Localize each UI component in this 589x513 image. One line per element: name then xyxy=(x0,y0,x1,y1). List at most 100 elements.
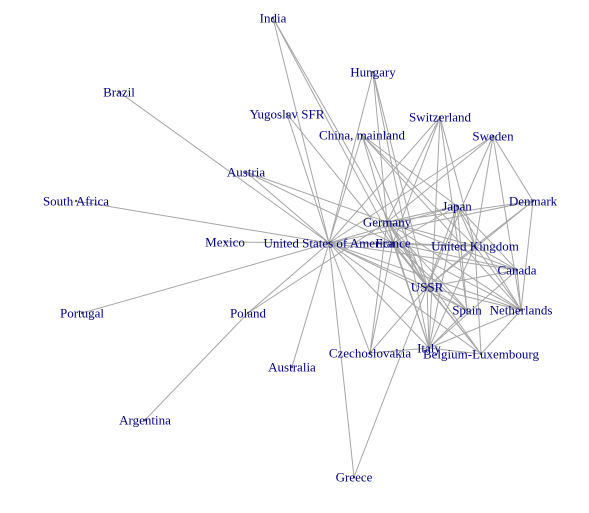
node-label-france: France xyxy=(375,236,411,251)
edge-canada-ussr xyxy=(426,269,518,288)
node-label-south_africa: South Africa xyxy=(43,194,109,209)
node-dot-italy xyxy=(427,346,431,350)
node-dot-mexico xyxy=(223,240,227,244)
edge-brazil-usa xyxy=(118,91,330,244)
node-label-portugal: Portugal xyxy=(60,306,104,321)
edge-usa-netherlands xyxy=(328,242,522,311)
node-label-ussr: USSR xyxy=(411,280,444,295)
edge-czechoslovakia-italy xyxy=(369,347,430,354)
node-dot-switzerland xyxy=(438,115,442,119)
node-label-yugoslav: Yugoslav SFR xyxy=(250,107,325,122)
edge-ussr-italy xyxy=(426,286,430,349)
node-label-netherlands: Netherlands xyxy=(490,303,553,318)
node-dot-australia xyxy=(290,365,294,369)
edge-hungary-ussr xyxy=(372,71,428,288)
edge-france-uk xyxy=(392,242,476,247)
edge-sweden-uk xyxy=(474,135,494,247)
node-dot-portugal xyxy=(80,311,84,315)
edge-yugoslav-ussr xyxy=(286,113,428,288)
edge-ussr-czechoslovakia xyxy=(369,286,428,354)
edge-usa-ussr xyxy=(328,242,428,288)
node-dot-sweden xyxy=(491,134,495,138)
graph-node-dots xyxy=(74,16,535,479)
edge-france-italy xyxy=(392,242,430,349)
edge-uk-ussr xyxy=(426,245,476,288)
edge-canada-netherlands xyxy=(516,269,522,311)
edge-uk-netherlands xyxy=(474,245,522,311)
node-label-sweden: Sweden xyxy=(472,129,514,144)
edge-india-usa xyxy=(272,17,330,244)
edge-denmark-ussr xyxy=(426,200,534,288)
edge-germany-netherlands xyxy=(386,221,522,311)
edge-switzerland-uk xyxy=(439,116,476,247)
node-label-india: India xyxy=(260,11,287,26)
node-label-brazil: Brazil xyxy=(103,85,135,100)
graph-edges xyxy=(75,17,534,478)
edge-germany-uk xyxy=(386,221,476,247)
edge-japan-germany xyxy=(386,205,458,223)
edge-france-netherlands xyxy=(392,242,522,311)
node-dot-denmark xyxy=(531,199,535,203)
edge-usa-portugal xyxy=(81,242,330,314)
node-dot-netherlands xyxy=(519,308,523,312)
node-dot-canada xyxy=(515,268,519,272)
node-label-hungary: Hungary xyxy=(350,65,396,80)
edge-ussr-belgium_lux xyxy=(426,286,482,355)
edge-canada-italy xyxy=(428,269,518,349)
node-label-china: China, mainland xyxy=(319,128,405,143)
edge-netherlands-italy xyxy=(428,309,522,349)
edge-france-czechoslovakia xyxy=(369,242,394,354)
node-label-poland: Poland xyxy=(230,306,267,321)
node-dot-brazil xyxy=(117,90,121,94)
edge-china-netherlands xyxy=(361,134,522,311)
node-label-usa: United States of America xyxy=(263,236,394,251)
edge-japan-netherlands xyxy=(456,205,522,311)
node-label-germany: Germany xyxy=(363,215,412,230)
node-dot-south_africa xyxy=(74,199,78,203)
edge-japan-uk xyxy=(456,205,476,247)
edge-denmark-usa xyxy=(328,200,534,244)
edge-japan-ussr xyxy=(426,205,458,288)
edge-denmark-germany xyxy=(386,200,534,223)
node-dot-china xyxy=(360,133,364,137)
edge-china-ussr xyxy=(361,134,428,288)
node-label-italy: Italy xyxy=(417,341,441,356)
node-label-belgium_lux: Belgium-Luxembourg xyxy=(423,347,540,362)
edge-spain-italy xyxy=(428,309,468,349)
node-dot-usa xyxy=(327,241,331,245)
edge-sweden-netherlands xyxy=(492,135,522,311)
node-label-spain: Spain xyxy=(452,303,482,318)
edge-uk-italy xyxy=(428,245,476,349)
edge-hungary-germany xyxy=(372,71,388,223)
edge-ussr-netherlands xyxy=(426,286,522,311)
edge-ussr-greece xyxy=(353,286,428,478)
edge-france-canada xyxy=(392,242,518,271)
edge-usa-italy xyxy=(328,242,430,349)
node-dot-france xyxy=(391,241,395,245)
node-label-japan: Japan xyxy=(442,199,472,214)
node-label-canada: Canada xyxy=(498,263,537,278)
node-dot-japan xyxy=(455,204,459,208)
edge-ussr-spain xyxy=(426,286,468,311)
edge-switzerland-germany xyxy=(386,116,441,223)
edge-hungary-usa xyxy=(328,71,374,244)
node-dot-czechoslovakia xyxy=(368,351,372,355)
edge-usa-greece xyxy=(328,242,355,478)
edge-italy-belgium_lux xyxy=(428,347,482,355)
node-dot-uk xyxy=(473,244,477,248)
node-dot-argentina xyxy=(143,418,147,422)
node-dot-belgium_lux xyxy=(479,352,483,356)
node-dot-austria xyxy=(244,170,248,174)
node-dot-poland xyxy=(246,311,250,315)
edge-india-france xyxy=(272,17,394,244)
node-label-switzerland: Switzerland xyxy=(409,110,472,125)
edge-france-spain xyxy=(392,242,468,311)
edge-china-uk xyxy=(361,134,476,247)
edge-usa-australia xyxy=(291,242,330,368)
edge-usa-canada xyxy=(328,242,518,271)
edge-netherlands-belgium_lux xyxy=(480,309,522,355)
node-dot-yugoslav xyxy=(285,112,289,116)
edge-japan-france xyxy=(392,205,458,244)
edge-yugoslav-usa xyxy=(286,113,330,244)
